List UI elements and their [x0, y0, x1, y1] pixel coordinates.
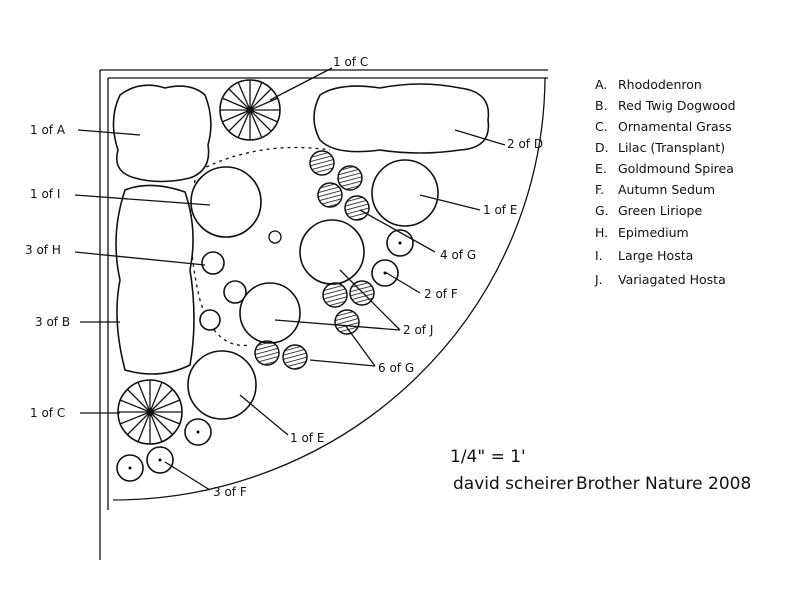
callout-dogwood: 3 of B: [35, 315, 70, 329]
company-credit: Brother Nature 2008: [576, 474, 751, 494]
legend-key: D.: [595, 140, 609, 155]
goldmound-spirea: [187, 350, 257, 420]
legend-name: Red Twig Dogwood: [618, 98, 736, 113]
callout-liriope-bottom: 6 of G: [378, 361, 414, 375]
legend-name: Epimedium: [618, 225, 689, 240]
epimedium-group: [199, 251, 247, 331]
legend-name: Autumn Sedum: [618, 182, 715, 197]
rhododendron-shrub: [112, 84, 212, 183]
callout-lilac: 2 of D: [507, 137, 543, 151]
leader-lines: [74, 67, 506, 491]
callout-grass-bottom: 1 of C: [30, 406, 65, 420]
legend-key: H.: [595, 225, 608, 240]
legend-key: F.: [595, 182, 604, 197]
callout-rhododendron: 1 of A: [30, 123, 66, 137]
autumn-sedum-group: [116, 229, 414, 482]
callout-epimedium: 3 of H: [25, 243, 61, 257]
callout-variegated-hosta: 2 of J: [403, 323, 433, 337]
legend-name: Rhododenron: [618, 77, 702, 92]
callout-liriope-top: 4 of G: [440, 248, 476, 262]
plant-legend: A. Rhododenron B. Red Twig Dogwood C. Ornam…: [594, 77, 736, 287]
author-name: david scheirer: [453, 474, 573, 494]
legend-name: Goldmound Spirea: [618, 161, 734, 176]
ornamental-grass-bottom: [117, 379, 183, 445]
legend-key: J.: [594, 272, 603, 287]
spiral-marker: [268, 230, 282, 244]
callout-grass-top: 1 of C: [333, 55, 368, 69]
legend-key: E.: [595, 161, 607, 176]
green-liriope-group: [254, 150, 375, 370]
callout-large-hosta: 1 of I: [30, 187, 60, 201]
variegated-hosta: [299, 219, 365, 285]
legend-key: G.: [595, 203, 609, 218]
lilac-shrub: [313, 83, 490, 154]
callout-sedum-mid: 2 of F: [424, 287, 458, 301]
legend-name: Green Liriope: [618, 203, 702, 218]
variegated-hosta: [239, 282, 301, 344]
legend-name: Lilac (Transplant): [618, 140, 725, 155]
callout-spirea-bottom: 1 of E: [290, 431, 324, 445]
ornamental-grass-top: [219, 79, 281, 141]
legend-name: Variagated Hosta: [618, 272, 726, 287]
legend-name: Large Hosta: [618, 248, 693, 263]
property-boundary: [99, 69, 548, 560]
scale-note: 1/4" = 1': [450, 447, 526, 467]
legend-key: I.: [595, 248, 603, 263]
legend-key: C.: [595, 119, 608, 134]
legend-name: Ornamental Grass: [618, 119, 732, 134]
legend-key: A.: [595, 77, 607, 92]
callout-spirea-right: 1 of E: [483, 203, 517, 217]
large-hosta: [190, 166, 262, 238]
legend-key: B.: [595, 98, 608, 113]
goldmound-spirea: [371, 159, 439, 227]
red-twig-dogwood-shrub: [115, 184, 195, 375]
callout-sedum-bottom: 3 of F: [213, 485, 247, 499]
